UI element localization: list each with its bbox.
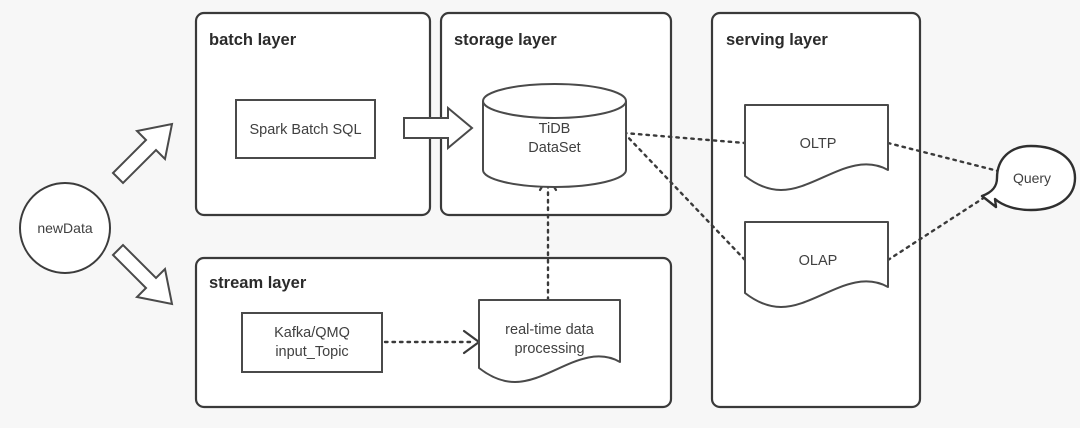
oltp-document-shape: [744, 104, 889, 191]
kafka-input-topic-box: [241, 312, 383, 373]
node-newdata[interactable]: newData: [19, 182, 111, 274]
serving-layer-border: [710, 11, 922, 409]
node-realtime-data-processing[interactable]: real-time data processing: [478, 299, 621, 383]
kafka-label-line2: input_Topic: [275, 344, 348, 360]
realtime-label-line2: processing: [514, 341, 584, 357]
batch-layer-title: batch layer: [209, 31, 297, 49]
newdata-label: newData: [37, 220, 92, 236]
edge-newdata-to-batch-layer: [111, 122, 174, 185]
node-oltp[interactable]: OLTP: [744, 104, 889, 191]
realtime-label-line1: real-time data: [505, 322, 595, 338]
edge-tidb-to-olap: [622, 131, 747, 262]
query-callout-shape: [980, 144, 1077, 212]
realtime-document-shape: [478, 299, 621, 383]
node-olap[interactable]: OLAP: [744, 221, 889, 308]
serving-layer-title: serving layer: [726, 31, 828, 49]
edge-newdata-to-stream-layer: [111, 243, 174, 306]
edge-olap-to-query: [886, 184, 1004, 262]
node-spark-batch-sql[interactable]: Spark Batch SQL: [235, 99, 376, 159]
node-kafka-input-topic[interactable]: Kafka/QMQ input_Topic: [241, 312, 383, 373]
oltp-label: OLTP: [800, 136, 837, 152]
tidb-label-line1: TiDB: [539, 121, 571, 137]
node-tidb-dataset[interactable]: TiDB DataSet: [482, 83, 627, 188]
tidb-cylinder-top: [482, 83, 627, 119]
olap-label: OLAP: [799, 253, 838, 269]
stream-layer-title: stream layer: [209, 274, 307, 292]
edge-spark-to-tidb: [403, 105, 474, 151]
tidb-cylinder-body: [482, 101, 627, 188]
kafka-label-line1: Kafka/QMQ: [274, 325, 350, 341]
node-query[interactable]: Query: [980, 144, 1077, 212]
query-label: Query: [1013, 170, 1051, 186]
storage-layer-title: storage layer: [454, 31, 557, 49]
panel-serving-layer[interactable]: serving layer: [710, 11, 922, 409]
spark-batch-sql-label: Spark Batch SQL: [249, 122, 361, 138]
newdata-circle: [19, 182, 111, 274]
spark-batch-sql-box: [235, 99, 376, 159]
edge-tidb-to-oltp: [622, 131, 747, 145]
olap-document-shape: [744, 221, 889, 308]
edge-oltp-to-query: [886, 141, 1004, 174]
tidb-label-line2: DataSet: [528, 140, 580, 156]
